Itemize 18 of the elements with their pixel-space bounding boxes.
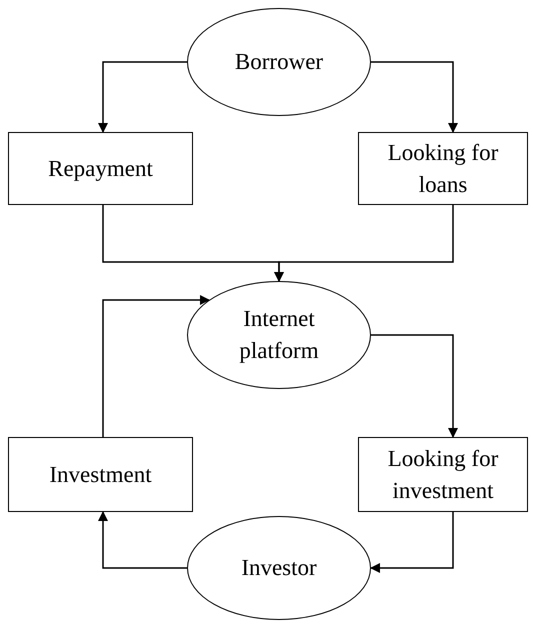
process-box bbox=[8, 132, 193, 205]
process-box bbox=[8, 437, 193, 512]
arrow bbox=[371, 334, 458, 438]
node-label: Investor bbox=[240, 554, 318, 582]
process-box bbox=[358, 437, 528, 512]
arrow bbox=[274, 205, 454, 282]
node-label: Investment bbox=[48, 460, 153, 488]
arrow bbox=[370, 512, 454, 573]
node-label: Looking for investment bbox=[386, 444, 500, 504]
node-label: Looking for loans bbox=[386, 138, 500, 198]
process-box bbox=[358, 132, 528, 205]
node-label: Repayment bbox=[47, 154, 154, 183]
arrow bbox=[98, 511, 187, 569]
node-label: Internet platform bbox=[238, 305, 320, 365]
arrow bbox=[102, 295, 210, 437]
arrow bbox=[371, 61, 458, 133]
arrow bbox=[98, 61, 187, 133]
node-label: Borrower bbox=[234, 48, 324, 76]
